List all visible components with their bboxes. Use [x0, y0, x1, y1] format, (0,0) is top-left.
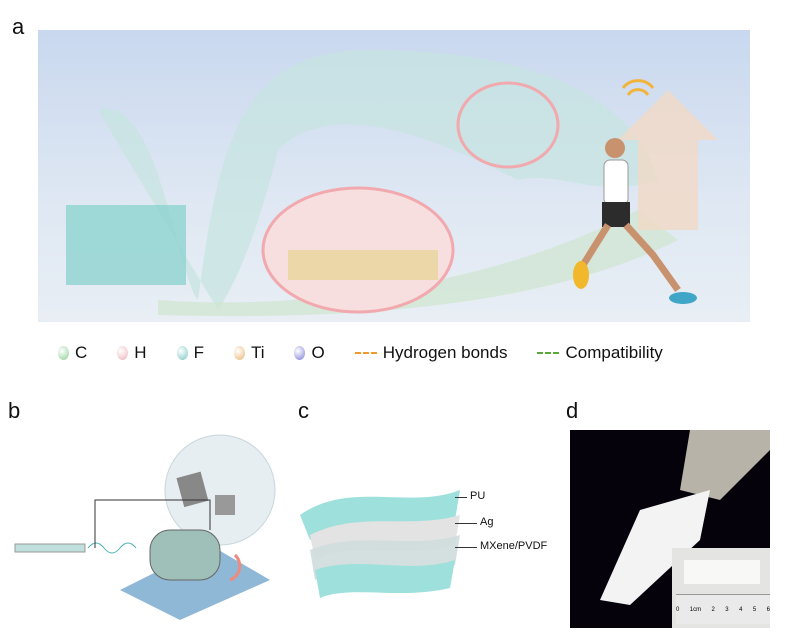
ruler: 0 1cm 2 3 4 5 6 — [676, 594, 770, 624]
label-pu: PU — [470, 490, 486, 502]
pu-layer — [300, 490, 460, 540]
legend-item-hydrogen-bonds: Hydrogen bonds — [354, 343, 508, 363]
panel-a-illustration — [38, 30, 750, 322]
legend: C H F Ti O Hydrogen bonds Compatibility — [58, 343, 693, 363]
legend-label: Hydrogen bonds — [382, 343, 508, 362]
panel-label-a: a — [12, 14, 25, 39]
runner-figure — [573, 138, 697, 304]
legend-label: F — [193, 343, 204, 362]
legend-item-f: F — [176, 343, 204, 363]
panel-label-b: b — [8, 398, 21, 423]
layered-structure — [300, 490, 460, 598]
fiber-mat — [66, 205, 186, 285]
ruler-tick: 2 — [711, 607, 715, 613]
legend-item-o: O — [294, 343, 325, 363]
sample-photo: 0 1cm 2 3 4 5 6 — [570, 430, 770, 628]
legend-item-ti: Ti — [233, 343, 265, 363]
ruler-tick: 6 — [766, 607, 770, 613]
label-ag: Ag — [480, 516, 494, 528]
ruler-tick: 1cm — [689, 607, 702, 613]
legend-label: Compatibility — [565, 343, 663, 362]
legend-label: Ti — [250, 343, 265, 362]
ruler-inset: 0 1cm 2 3 4 5 6 — [672, 548, 770, 628]
ruler-tick: 0 — [676, 607, 680, 613]
magnified-bubble — [164, 434, 276, 546]
sample-strip — [684, 560, 760, 584]
wireless-icon — [621, 79, 655, 96]
legend-label: H — [134, 343, 147, 362]
ruler-tick: 3 — [725, 607, 729, 613]
syringe — [14, 543, 86, 553]
label-mxene-pvdf: MXene/PVDF — [480, 540, 548, 552]
wrapped-sensor — [600, 490, 710, 605]
legend-label: O — [311, 343, 325, 362]
legend-item-compatibility: Compatibility — [537, 343, 663, 363]
panel-label-d: d — [566, 398, 579, 423]
finger — [680, 430, 770, 500]
signal-arrow — [618, 90, 718, 230]
panel-label-c: c — [298, 398, 309, 423]
collector-base — [120, 545, 270, 620]
ruler-tick: 4 — [739, 607, 743, 613]
rotating-drum — [149, 529, 221, 581]
legend-item-h: H — [117, 343, 147, 363]
legend-label: C — [75, 343, 88, 362]
ruler-tick: 5 — [752, 607, 757, 613]
legend-item-c: C — [58, 343, 87, 363]
electrospinning-setup — [14, 434, 276, 620]
wearable-sensor-illustration — [66, 50, 718, 317]
